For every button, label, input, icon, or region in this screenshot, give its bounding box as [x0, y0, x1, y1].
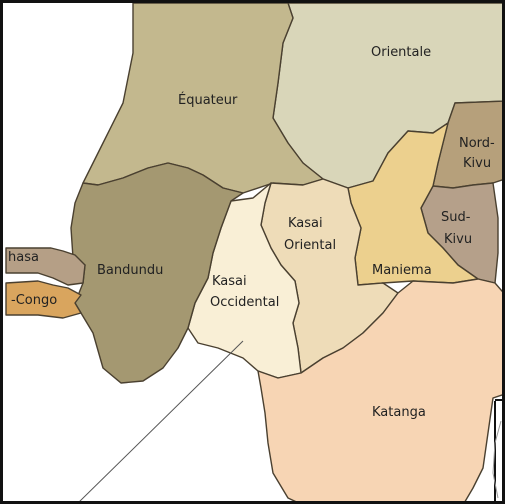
- label-bandundu: Bandundu: [97, 263, 163, 278]
- label-kasai-occidental-2: Occidental: [210, 295, 279, 310]
- region-katanga[interactable]: [257, 278, 505, 504]
- region-bas-congo[interactable]: [5, 280, 82, 319]
- label-nord-kivu-2: Kivu: [463, 156, 491, 171]
- label-sud-kivu-1: Sud-: [441, 210, 471, 225]
- label-equateur: Équateur: [178, 92, 238, 108]
- label-katanga: Katanga: [372, 405, 426, 420]
- label-kasai-oriental-1: Kasai: [288, 216, 323, 231]
- drc-province-map: Équateur Orientale Nord- Kivu Sud- Kivu …: [5, 3, 505, 504]
- leader-line: [79, 340, 244, 501]
- region-kinshasa[interactable]: [5, 247, 86, 286]
- label-sud-kivu-2: Kivu: [444, 232, 472, 247]
- label-kasai-occidental-1: Kasai: [212, 274, 247, 289]
- inset-inner-line: [492, 420, 502, 499]
- label-kinshasa: hasa: [8, 250, 39, 265]
- label-orientale: Orientale: [371, 45, 431, 60]
- label-kasai-oriental-2: Oriental: [284, 238, 336, 253]
- label-nord-kivu-1: Nord-: [459, 136, 495, 151]
- label-bas-congo: -Congo: [11, 293, 57, 308]
- label-maniema: Maniema: [372, 263, 432, 278]
